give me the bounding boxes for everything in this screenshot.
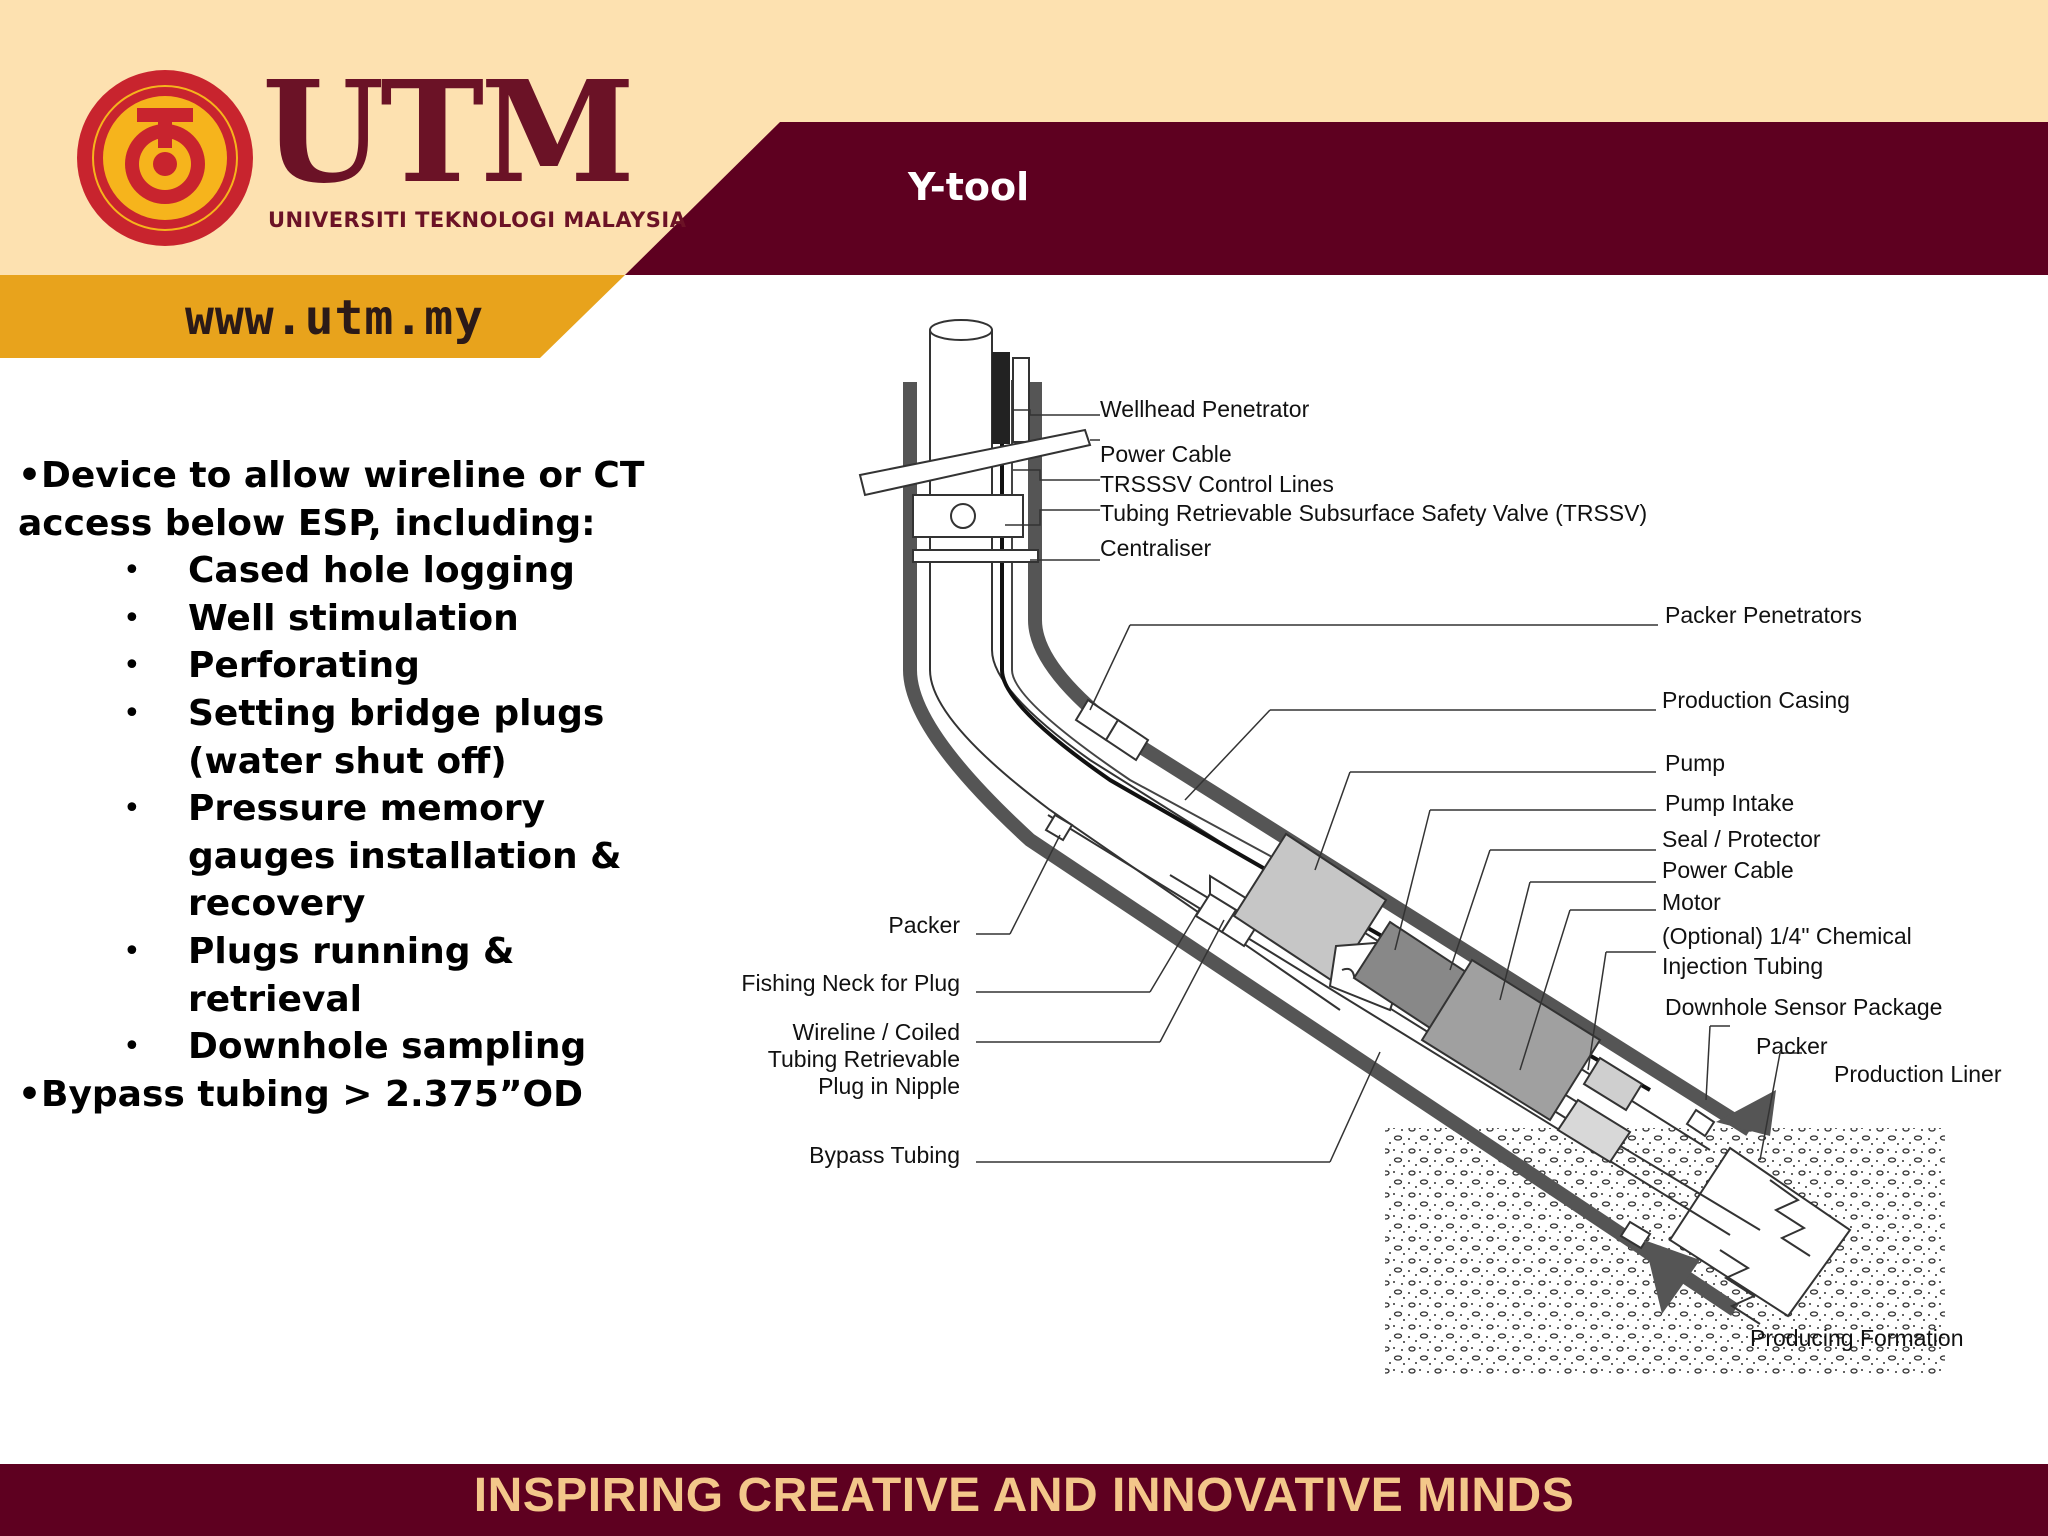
label-wireline-1: Wireline / Coiled — [793, 1019, 960, 1045]
esp-motor — [1420, 958, 1602, 1122]
label-pump-intake: Pump Intake — [1665, 790, 1794, 816]
packer-penetrators — [1074, 698, 1150, 762]
label-chemical-injection-1: (Optional) 1/4" Chemical — [1662, 923, 1912, 949]
label-chemical-injection-2: Injection Tubing — [1662, 953, 1823, 979]
university-name: UNIVERSITI TEKNOLOGI MALAYSIA — [268, 208, 687, 232]
packer-right — [1619, 1090, 1776, 1314]
bullet-glyph: • — [123, 648, 141, 684]
list-item: •Well stimulation — [18, 595, 668, 643]
intro-bullet: •Device to allow wireline or CT access b… — [18, 455, 645, 544]
bullet-glyph: • — [123, 600, 141, 636]
bullet-glyph: • — [123, 791, 141, 827]
sub-bullet-list: •Cased hole logging •Well stimulation •P… — [18, 547, 668, 1071]
label-trsssv-control-lines: TRSSSV Control Lines — [1100, 471, 1334, 497]
list-item: •Pressure memory gauges installation & r… — [18, 785, 668, 928]
tubing-string — [929, 319, 1711, 1151]
label-centraliser: Centraliser — [1100, 535, 1212, 561]
label-trssv: Tubing Retrievable Subsurface Safety Val… — [1100, 500, 1647, 526]
slide-title: Y-tool — [908, 165, 1030, 209]
label-producing-formation: Producing Formation — [1750, 1325, 1964, 1351]
footer-tagline: INSPIRING CREATIVE AND INNOVATIVE MINDS — [473, 1469, 1575, 1522]
label-bypass-tubing: Bypass Tubing — [809, 1142, 960, 1168]
label-wireline-3: Plug in Nipple — [818, 1073, 960, 1099]
outro-bullet: •Bypass tubing > 2.375”OD — [18, 1073, 583, 1115]
label-packer-right: Packer — [1756, 1033, 1828, 1059]
url-banner — [0, 275, 625, 358]
power-cable-crossing — [858, 428, 1092, 497]
label-production-casing: Production Casing — [1662, 687, 1850, 713]
label-wireline-2: Tubing Retrievable — [768, 1046, 960, 1072]
label-packer-penetrators: Packer Penetrators — [1665, 602, 1862, 628]
list-item: •Setting bridge plugs (water shut off) — [18, 690, 668, 785]
bullet-content: •Device to allow wireline or CT access b… — [18, 452, 668, 1118]
bullet-glyph: • — [123, 695, 141, 731]
diagram-labels: Wellhead Penetrator Power Cable TRSSSV C… — [741, 396, 2001, 1351]
label-seal-protector: Seal / Protector — [1662, 826, 1821, 852]
sensor-package — [1582, 1056, 1644, 1112]
label-power-cable: Power Cable — [1662, 857, 1794, 883]
production-liner — [1668, 1146, 1852, 1325]
y-tool-diagram: Wellhead Penetrator Power Cable TRSSSV C… — [741, 319, 2002, 1376]
list-item: •Plugs running & retrieval — [18, 928, 668, 1023]
label-sensor-package: Downhole Sensor Package — [1665, 994, 1942, 1020]
label-production-liner: Production Liner — [1834, 1061, 2002, 1087]
label-packer-left: Packer — [888, 912, 960, 938]
label-motor: Motor — [1662, 889, 1721, 915]
trssv-valve — [912, 494, 1024, 538]
list-item: •Cased hole logging — [18, 547, 668, 595]
label-pump: Pump — [1665, 750, 1725, 776]
leader-lines — [976, 409, 1802, 1163]
bullet-glyph: • — [123, 1029, 141, 1065]
website-url[interactable]: www.utm.my — [185, 290, 484, 346]
list-item: •Downhole sampling — [18, 1023, 668, 1071]
label-power-cable-top: Power Cable — [1100, 441, 1232, 467]
bullet-glyph: • — [123, 933, 141, 969]
title-banner — [625, 122, 2048, 275]
utm-seal-logo — [77, 70, 253, 246]
esp-assembly — [1232, 832, 1644, 1164]
label-wellhead-penetrator: Wellhead Penetrator — [1100, 396, 1310, 422]
list-item: •Perforating — [18, 642, 668, 690]
wellhead-penetrator — [992, 352, 1030, 444]
utm-wordmark: UTM — [262, 51, 635, 215]
centraliser — [912, 549, 1039, 563]
label-fishing-neck: Fishing Neck for Plug — [741, 970, 960, 996]
packer-left — [1044, 813, 1074, 842]
footer-band — [0, 1464, 2048, 1536]
bullet-glyph: • — [123, 553, 141, 589]
